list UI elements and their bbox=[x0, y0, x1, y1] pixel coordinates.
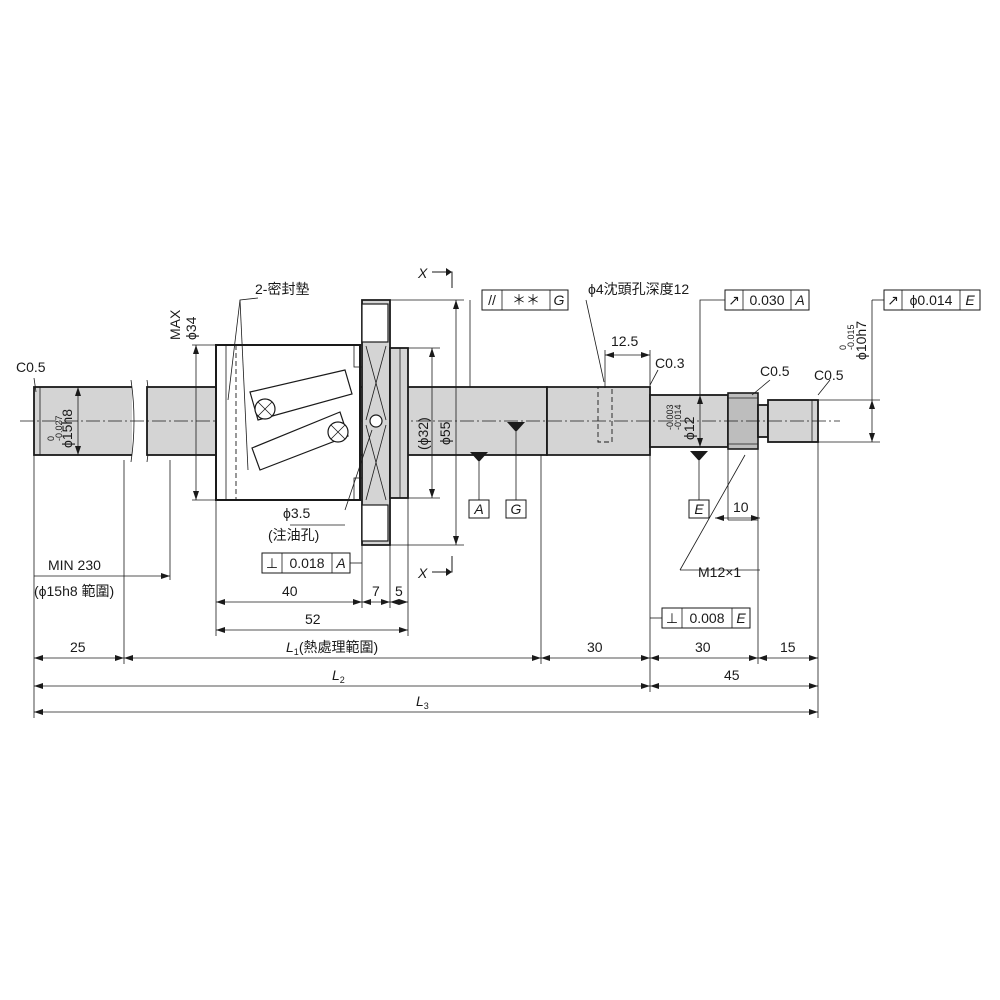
phi10h7-label: ϕ10h7 bbox=[853, 321, 869, 360]
phillips-screw-icon bbox=[254, 398, 276, 420]
phi12-label: ϕ12 bbox=[681, 416, 697, 440]
phi55-label: ϕ55 bbox=[437, 421, 453, 445]
phi34-label: ϕ34 bbox=[183, 316, 199, 340]
dim-12-5: 12.5 bbox=[611, 333, 638, 349]
datum-a-label: A bbox=[473, 501, 483, 517]
tol12-upper: -0.003 bbox=[665, 404, 675, 430]
runout-e-value: ϕ0.014 bbox=[910, 292, 953, 308]
dim-5: 5 bbox=[395, 583, 403, 599]
dim-30b: 30 bbox=[695, 639, 711, 655]
section-arrow-icon: X bbox=[417, 265, 453, 288]
annotations: 2-密封墊 MAX ϕ34 (ϕ32) ϕ55 ϕ15h8 0 -0.027 ϕ… bbox=[16, 281, 869, 711]
tolerance-frame-perp-e: ⊥ 0.008 E bbox=[650, 607, 751, 629]
tol10-lower: -0.015 bbox=[846, 324, 856, 350]
tol10-upper: 0 bbox=[838, 345, 848, 350]
min230-label: MIN 230 bbox=[48, 557, 101, 573]
parallel-value: ＊＊ bbox=[512, 292, 540, 308]
oil-hole-label: ϕ3.5 bbox=[283, 505, 311, 521]
dim-15: 15 bbox=[780, 639, 796, 655]
runout-e-symbol: ↗ bbox=[887, 292, 899, 308]
counterbore-label: ϕ4沈頭孔深度12 bbox=[588, 281, 689, 297]
perp-e-datum: E bbox=[736, 610, 746, 626]
datum-box-g bbox=[505, 499, 527, 519]
runout-e-datum: E bbox=[965, 292, 975, 308]
dim-7: 7 bbox=[372, 583, 380, 599]
oil-hole-note: (注油孔) bbox=[268, 527, 319, 543]
dim-l3: L3 bbox=[416, 693, 429, 711]
runout-a-datum: A bbox=[794, 292, 804, 308]
min230-note: (ϕ15h8 範圍) bbox=[34, 583, 114, 599]
datum-box-e bbox=[688, 499, 710, 519]
dim-45: 45 bbox=[724, 667, 740, 683]
datum-e-label: E bbox=[694, 501, 704, 517]
section-x-bottom: X bbox=[417, 565, 428, 581]
runout-a-symbol: ↗ bbox=[728, 292, 740, 308]
seal-label: 2-密封墊 bbox=[255, 281, 309, 297]
nut-pilot bbox=[389, 347, 409, 499]
tolerance-frame-parallel: // ＊＊ G bbox=[481, 289, 569, 311]
dim-52: 52 bbox=[305, 611, 321, 627]
ball-nut bbox=[215, 299, 409, 546]
oil-hole-icon bbox=[369, 414, 383, 428]
tol12-lower: -0.014 bbox=[673, 404, 683, 430]
return-tubes bbox=[249, 369, 353, 471]
datum-box-a bbox=[468, 499, 490, 519]
dim-l1: L1(熱處理範圍) bbox=[286, 639, 378, 657]
chamfer-c05-right1: C0.5 bbox=[760, 363, 790, 379]
tolerance-frame-runout-a: ↗ 0.030 A bbox=[724, 289, 810, 311]
chamfer-c05-left: C0.5 bbox=[16, 359, 46, 375]
tol15-upper: 0 bbox=[46, 436, 56, 441]
perp-a-symbol: ⊥ bbox=[266, 555, 278, 571]
section-x-top: X bbox=[417, 265, 428, 281]
thread-label: M12×1 bbox=[698, 564, 741, 580]
dim-l2: L2 bbox=[332, 667, 345, 685]
parallel-symbol: // bbox=[488, 292, 496, 308]
phi15h8-label: ϕ15h8 bbox=[59, 409, 75, 448]
dim-30a: 30 bbox=[587, 639, 603, 655]
phi32-label: (ϕ32) bbox=[415, 417, 431, 450]
phillips-screw-icon bbox=[327, 421, 349, 443]
dim-10: 10 bbox=[733, 499, 749, 515]
dimension-lines bbox=[33, 297, 880, 718]
max-label: MAX bbox=[167, 309, 183, 340]
parallel-datum: G bbox=[554, 292, 565, 308]
datum-g-label: G bbox=[511, 501, 522, 517]
perp-e-value: 0.008 bbox=[689, 610, 724, 626]
dim-25: 25 bbox=[70, 639, 86, 655]
chamfer-c05-right2: C0.5 bbox=[814, 367, 844, 383]
perp-a-value: 0.018 bbox=[289, 555, 324, 571]
perp-a-datum: A bbox=[335, 555, 345, 571]
section-arrow-icon: X bbox=[417, 556, 453, 581]
perp-e-symbol: ⊥ bbox=[666, 610, 678, 626]
chamfer-c03: C0.3 bbox=[655, 355, 685, 371]
counterbore-hole bbox=[597, 386, 613, 443]
datum-triangle-icon bbox=[470, 452, 488, 500]
tolerance-frame-runout-e: ↗ ϕ0.014 E bbox=[872, 289, 981, 311]
datum-triangle-icon bbox=[690, 451, 708, 500]
dim-40: 40 bbox=[282, 583, 298, 599]
tol15-lower: -0.027 bbox=[54, 415, 64, 441]
datum-triangle-icon bbox=[507, 422, 525, 500]
runout-a-value: 0.030 bbox=[749, 292, 784, 308]
datum-markers: A G E bbox=[468, 422, 710, 519]
tolerance-frame-perp-a: ⊥ 0.018 A bbox=[261, 552, 362, 574]
